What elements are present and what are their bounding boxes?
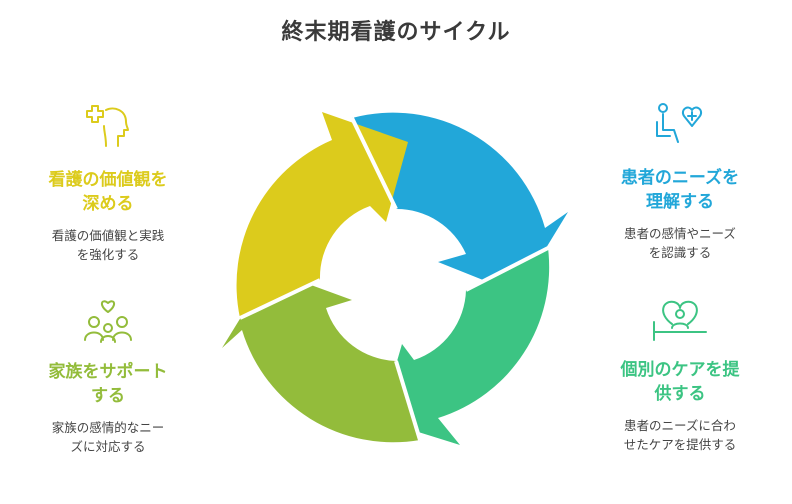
step-desc-line1: 患者のニーズに合わ (624, 418, 736, 433)
step-understand-needs: 患者のニーズを 理解する 患者の感情やニーズ を認識する (600, 100, 760, 262)
step-desc-line1: 患者の感情やニーズ (624, 226, 736, 241)
step-desc-line2: せたケアを提供する (623, 437, 737, 452)
page-title: 終末期看護のサイクル (281, 20, 511, 45)
family-heart-icon (84, 300, 132, 343)
step-desc-line1: 家族の感情的なニー (51, 420, 165, 435)
step-provide-care: 個別のケアを提 供する 患者のニーズに合わ せたケアを提供する (600, 298, 760, 454)
cycle-arrow-yellow (236, 112, 408, 318)
cycle-arrow-green (380, 248, 550, 445)
step-desc-line1: 看護の価値観と実践 (51, 228, 165, 243)
step-heading-line1: 看護の価値観を (48, 170, 168, 190)
step-heading-line1: 患者のニーズを (620, 168, 740, 188)
step-desc-line2: ズに対応する (70, 439, 146, 454)
step-heading-line1: 家族をサポート (48, 362, 168, 382)
person-heart-icon (656, 103, 702, 143)
bed-heart-icon (653, 300, 707, 341)
cycle-arrow-blue (352, 112, 568, 294)
step-desc-line2: を強化する (76, 247, 140, 262)
step-heading-line2: 供する (654, 384, 706, 404)
step-heading-line2: 理解する (646, 192, 714, 212)
step-heading-line1: 個別のケアを提 (620, 360, 740, 380)
step-support-family: 家族をサポート する 家族の感情的なニー ズに対応する (28, 296, 188, 456)
step-desc-line2: を認識する (648, 245, 712, 260)
step-deepen-values: 看護の価値観を 深める 看護の価値観と実践 を強化する (28, 102, 188, 264)
cycle-arrow-lime (222, 270, 420, 443)
step-heading-line2: する (91, 386, 125, 406)
step-heading-line2: 深める (82, 194, 134, 214)
head-medical-icon (86, 105, 129, 147)
